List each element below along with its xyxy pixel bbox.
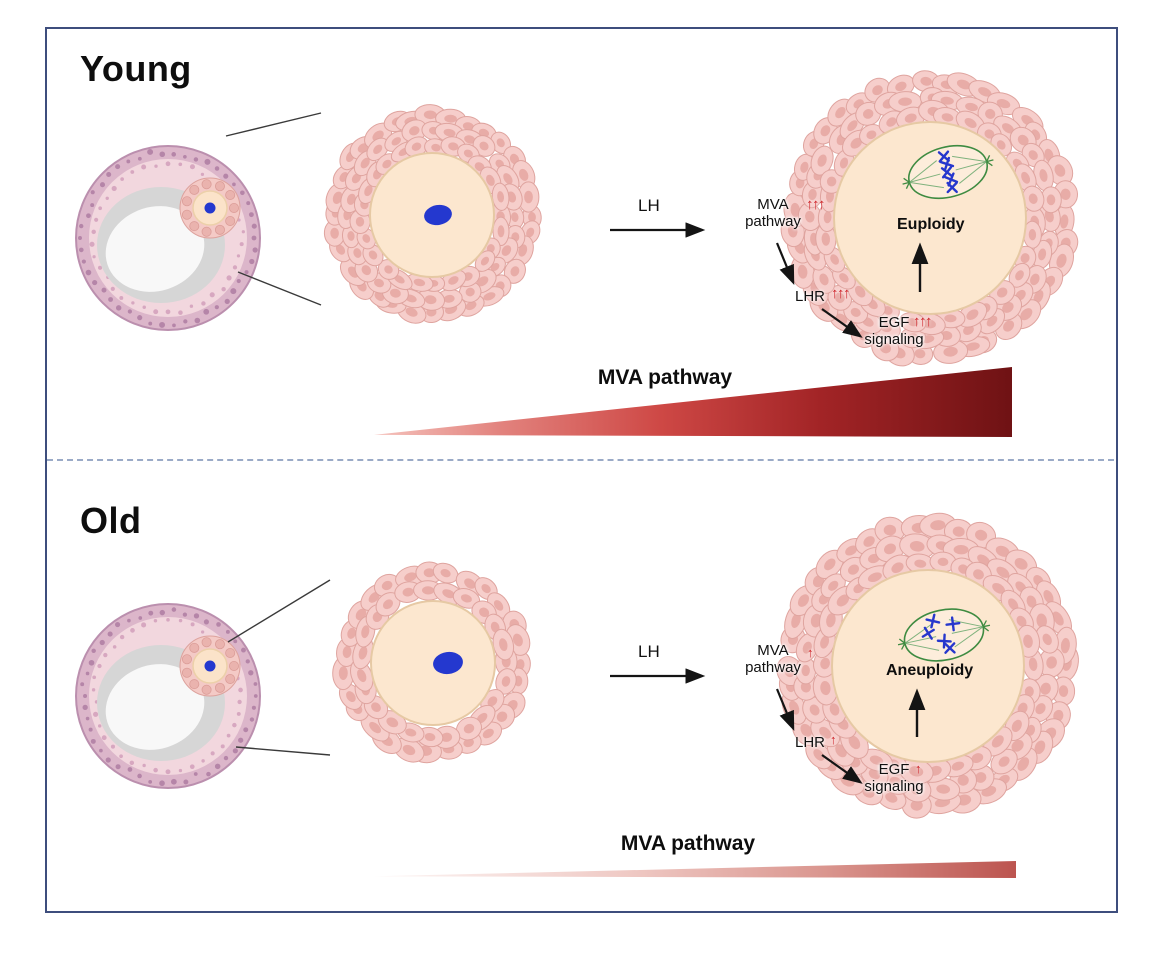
- mva-pathway-label-young: MVA pathway: [740, 196, 806, 230]
- ovarian-follicle-old-illustration: [75, 603, 261, 789]
- egf-signaling-label-old-line2: signaling: [864, 777, 924, 795]
- young-panel-title: Young: [80, 48, 192, 89]
- zoom-line-young-bottom: [237, 271, 322, 306]
- egf-signaling-label-old: EGF signaling: [858, 761, 930, 795]
- mva-pathway-label-young-line1: MVA: [757, 196, 789, 213]
- egf-signaling-label-young: EGF signaling: [858, 314, 930, 348]
- zoom-line-old-top: [227, 579, 331, 643]
- lh-label-young: LH: [638, 196, 660, 215]
- egf-upregulation-arrows-young: ↑↑↑: [913, 313, 933, 330]
- egf-signaling-label-young-line2: signaling: [864, 330, 924, 348]
- cumulus-oocyte-complex-old-illustration: [332, 561, 531, 764]
- egf-signaling-label-young-line1: EGF: [878, 314, 910, 331]
- mva-pathway-label-old: MVA pathway: [740, 642, 806, 676]
- lh-label-old: LH: [638, 642, 660, 661]
- cumulus-oocyte-complex-young-illustration: [323, 104, 542, 324]
- lhr-label-old: LHR: [795, 734, 826, 751]
- aneuploidy-label: Aneuploidy: [886, 662, 974, 679]
- mva-upregulation-arrows-young: ↑↑↑: [806, 196, 826, 213]
- mva-upregulation-arrow-old: ↑: [807, 645, 814, 660]
- mva-to-lhr-arrow-old: [775, 688, 795, 732]
- figure-border: [45, 27, 1118, 913]
- ovulated-oocyte-young-illustration: [780, 70, 1079, 367]
- lhr-label-young: LHR: [795, 288, 826, 305]
- mva-gradient-label-young: MVA pathway: [597, 366, 733, 389]
- mva-gradient-label-old: MVA pathway: [620, 832, 756, 855]
- zoom-line-old-bottom: [235, 746, 331, 756]
- lhr-upregulation-arrows-young: ↑↑↑: [831, 285, 851, 302]
- mva-pathway-label-old-line2: pathway: [745, 658, 801, 676]
- lhr-to-egf-arrow-old: [821, 754, 863, 784]
- ovarian-follicle-young-illustration: [75, 145, 261, 331]
- lhr-upregulation-arrow-old: ↑: [830, 732, 837, 747]
- old-panel-title: Old: [80, 500, 142, 541]
- mva-to-lhr-arrow-young: [775, 242, 795, 286]
- mva-pathway-label-young-line2: pathway: [745, 212, 801, 230]
- lhr-to-egf-arrow-young: [821, 308, 863, 338]
- zoom-line-young-top: [225, 112, 322, 137]
- egf-signaling-label-old-line1: EGF: [878, 761, 910, 778]
- panel-divider-dashed-line: [47, 459, 1114, 461]
- egf-upregulation-arrow-old: ↑: [915, 761, 922, 776]
- euploidy-label: Euploidy: [897, 216, 965, 233]
- mva-pathway-label-old-line1: MVA: [757, 642, 789, 659]
